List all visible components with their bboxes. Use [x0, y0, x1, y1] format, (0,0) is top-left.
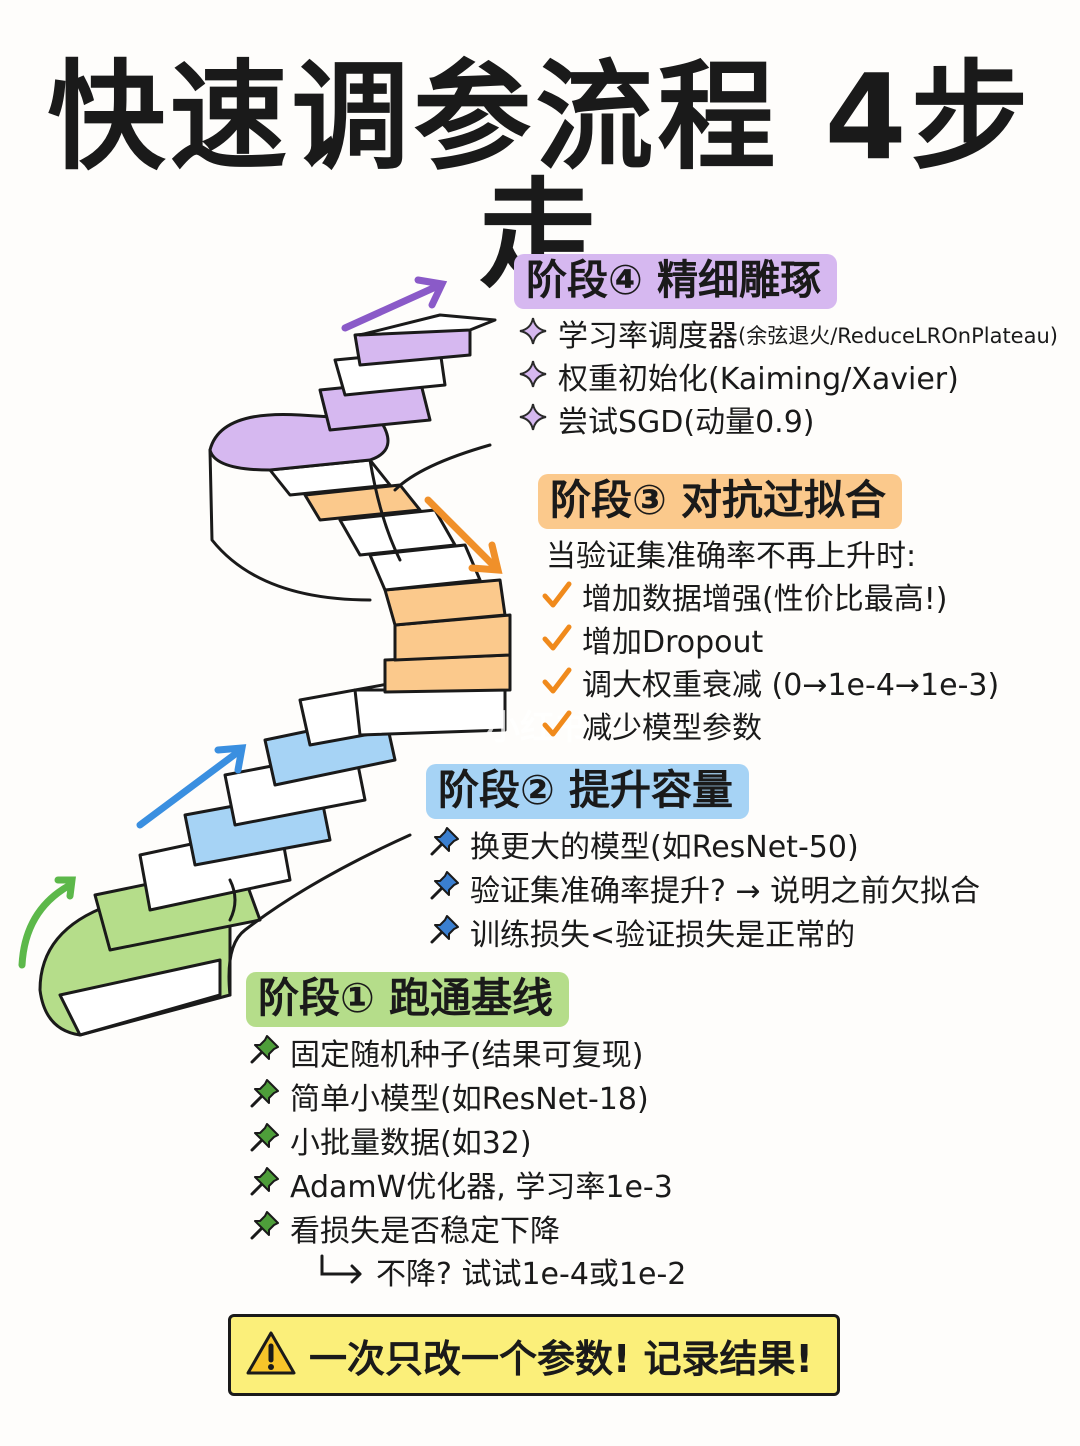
stage-2-heading: 阶段② 提升容量: [426, 764, 749, 820]
pushpin-icon: [426, 913, 464, 957]
item-text: 简单小模型(如ResNet-18): [290, 1081, 649, 1117]
sub-note-text: 不降? 试试1e-4或1e-2: [376, 1257, 687, 1293]
stage-3-intro: 当验证集准确率不再上升时:: [546, 539, 917, 575]
list-item: 权重初始化(Kaiming/Xavier): [514, 358, 1058, 401]
list-item: 训练损失<验证损失是正常的: [426, 913, 980, 957]
checkmark-icon: [538, 707, 576, 750]
item-text: 验证集准确率提升? → 说明之前欠拟合: [470, 873, 981, 909]
list-item: 学习率调度器(余弦退火/ReduceLROnPlateau): [514, 315, 1058, 358]
item-text: 权重初始化(Kaiming/Xavier): [558, 362, 959, 398]
pushpin-icon: [246, 1121, 284, 1165]
stage-1: 阶段① 跑通基线 固定随机种子(结果可复现) 简单小模型(如ResNet-18)…: [246, 972, 686, 1296]
stair-step: [353, 688, 507, 737]
item-text: 训练损失<验证损失是正常的: [470, 917, 856, 953]
pushpin-icon: [246, 1209, 284, 1253]
item-text: 学习率调度器: [558, 319, 738, 355]
stage-1-list: 固定随机种子(结果可复现) 简单小模型(如ResNet-18) 小批量数据(如3…: [246, 1033, 686, 1253]
item-text: 调大权重衰减 (0→1e-4→1e-3): [582, 668, 1000, 704]
item-text: 固定随机种子(结果可复现): [290, 1037, 644, 1073]
progress-arrow: [468, 541, 503, 574]
checkmark-icon: [538, 621, 576, 664]
pushpin-icon: [426, 825, 464, 869]
list-item: 减少模型参数: [538, 707, 999, 750]
pushpin-icon: [426, 869, 464, 913]
item-text: 看损失是否稳定下降: [290, 1213, 560, 1249]
checkmark-icon: [538, 664, 576, 707]
pushpin-icon: [246, 1033, 284, 1077]
item-text: 换更大的模型(如ResNet-50): [470, 829, 859, 865]
sparkle-icon: [514, 315, 552, 358]
item-text: 小批量数据(如32): [290, 1125, 532, 1161]
item-note: (余弦退火/ReduceLROnPlateau): [738, 324, 1058, 349]
progress-arrow: [414, 276, 448, 309]
item-text: 增加数据增强(性价比最高!): [582, 582, 948, 618]
return-arrow-icon: [316, 1253, 376, 1296]
progress-arrow: [341, 281, 444, 332]
pushpin-icon: [246, 1077, 284, 1121]
list-item: 简单小模型(如ResNet-18): [246, 1077, 686, 1121]
stage-4-heading: 阶段④ 精细雕琢: [514, 254, 837, 310]
item-text: AdamW优化器, 学习率1e-3: [290, 1169, 673, 1205]
stage-3-list: 增加数据增强(性价比最高!) 增加Dropout 调大权重衰减 (0→1e-4→…: [538, 578, 999, 750]
sparkle-icon: [514, 358, 552, 401]
progress-arrow: [54, 876, 76, 900]
item-text: 增加Dropout: [582, 625, 764, 661]
list-item: 增加数据增强(性价比最高!): [538, 578, 999, 621]
stage-2-list: 换更大的模型(如ResNet-50) 验证集准确率提升? → 说明之前欠拟合 训…: [426, 825, 980, 957]
stair-step: [58, 958, 222, 1037]
page-title: 快速调参流程 4步走: [47, 48, 1033, 304]
stage-1-heading: 阶段① 跑通基线: [246, 972, 569, 1028]
list-item: 验证集准确率提升? → 说明之前欠拟合: [426, 869, 980, 913]
warning-box: 一次只改一个参数! 记录结果!: [228, 1314, 840, 1396]
stage-2: 阶段② 提升容量 换更大的模型(如ResNet-50) 验证集准确率提升? → …: [426, 764, 980, 957]
warning-icon: [245, 1330, 297, 1380]
item-text: 尝试SGD(动量0.9): [558, 405, 815, 441]
stage-1-sub-note: 不降? 试试1e-4或1e-2: [246, 1253, 686, 1296]
progress-arrow: [18, 881, 74, 969]
list-item: 固定随机种子(结果可复现): [246, 1033, 686, 1077]
stage-4: 阶段④ 精细雕琢 学习率调度器(余弦退火/ReduceLROnPlateau) …: [514, 254, 1058, 444]
progress-arrow: [214, 744, 247, 774]
checkmark-icon: [538, 578, 576, 621]
stair-step: [358, 313, 497, 337]
stage-3-heading: 阶段③ 对抗过拟合: [538, 474, 902, 530]
stage-4-list: 学习率调度器(余弦退火/ReduceLROnPlateau) 权重初始化(Kai…: [514, 315, 1058, 444]
progress-arrow: [136, 748, 242, 829]
list-item: 调大权重衰减 (0→1e-4→1e-3): [538, 664, 999, 707]
list-item: 小批量数据(如32): [246, 1121, 686, 1165]
sparkle-icon: [514, 401, 552, 444]
list-item: 增加Dropout: [538, 621, 999, 664]
warning-text: 一次只改一个参数! 记录结果!: [309, 1336, 813, 1381]
stair-step: [338, 508, 457, 557]
list-item: AdamW优化器, 学习率1e-3: [246, 1165, 686, 1209]
stage-3: 阶段③ 对抗过拟合 当验证集准确率不再上升时: 增加数据增强(性价比最高!) 增…: [538, 474, 999, 750]
item-text: 减少模型参数: [582, 711, 762, 747]
list-item: 尝试SGD(动量0.9): [514, 401, 1058, 444]
pushpin-icon: [246, 1165, 284, 1209]
progress-arrow: [424, 496, 500, 572]
list-item: 换更大的模型(如ResNet-50): [426, 825, 980, 869]
list-item: 看损失是否稳定下降: [246, 1209, 686, 1253]
